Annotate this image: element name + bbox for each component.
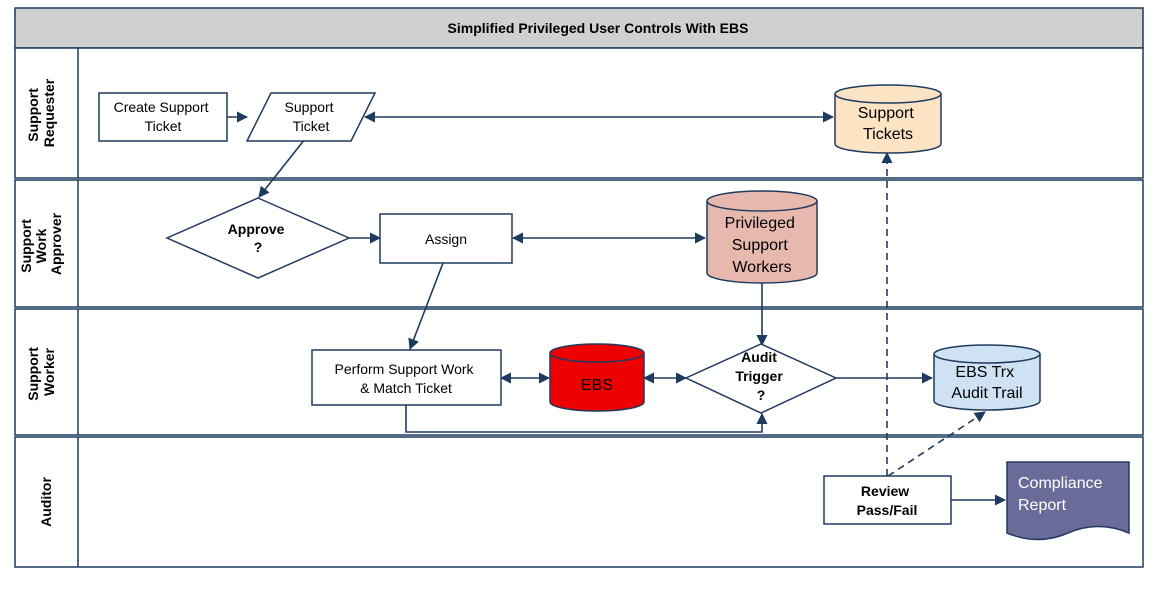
diagram-title: Simplified Privileged User Controls With… bbox=[448, 20, 749, 36]
svg-text:Support Ticket: Support Ticket bbox=[285, 99, 338, 134]
node-label: Support bbox=[285, 99, 334, 115]
svg-text:Audit Trigger ?: Audit Trigger ? bbox=[735, 349, 786, 403]
svg-text:Support Requester: Support Requester bbox=[25, 78, 57, 147]
lane-label-line: Work bbox=[33, 228, 49, 263]
svg-text:Review Pass/Fail: Review Pass/Fail bbox=[857, 483, 918, 518]
privileged-workers-database: Privileged Support Workers bbox=[706, 190, 818, 284]
lane-label-line: Requester bbox=[41, 78, 57, 147]
edges bbox=[227, 111, 1007, 506]
node-label: & Match Ticket bbox=[360, 380, 452, 396]
node-label: Approve bbox=[228, 221, 285, 237]
node-label: EBS Trx bbox=[955, 364, 1014, 381]
swimlane-auditor: Auditor bbox=[14, 436, 1144, 568]
review-process: Review Pass/Fail bbox=[823, 475, 952, 525]
svg-text:Compliance Report: Compliance Report bbox=[1018, 475, 1107, 514]
diagram-title-bar: Simplified Privileged User Controls With… bbox=[14, 7, 1144, 49]
node-label: Audit bbox=[741, 349, 777, 365]
lane-label-line: Approver bbox=[48, 212, 64, 275]
svg-text:Support Work Appro: Support Work Approver bbox=[18, 212, 64, 275]
svg-text:Privileged Support: Privileged Support Workers bbox=[725, 215, 800, 276]
svg-text:Perform Support Work & M: Perform Support Work & Match Ticket bbox=[335, 361, 478, 396]
lane-label-line: Worker bbox=[41, 347, 57, 396]
svg-text:EBS Trx Audit Trail: EBS Trx Audit Trail bbox=[951, 364, 1022, 402]
node-label: Create Support bbox=[114, 99, 209, 115]
edge-review-to-audit-trail bbox=[887, 411, 986, 477]
svg-text:Approve ?: Approve ? bbox=[228, 221, 289, 255]
svg-text:Create Support Ticket: Create Support Ticket bbox=[114, 99, 213, 134]
node-label: Workers bbox=[732, 259, 791, 276]
lane-label-line: Auditor bbox=[38, 477, 54, 527]
svg-text:Assign: Assign bbox=[425, 231, 467, 247]
svg-text:EBS: EBS bbox=[581, 377, 613, 394]
svg-text:Support Worker: Support Worker bbox=[25, 343, 57, 401]
svg-text:Support Tickets: Support Tickets bbox=[858, 105, 919, 143]
lane-label-line: Support bbox=[25, 347, 41, 401]
node-label: Ticket bbox=[145, 118, 182, 134]
compliance-report-document: Compliance Report bbox=[1006, 461, 1130, 541]
node-label: Review bbox=[861, 483, 909, 499]
node-label: Audit Trail bbox=[951, 385, 1022, 402]
node-label: Support bbox=[732, 237, 789, 254]
node-label: ? bbox=[254, 239, 263, 255]
edge-ticket-to-approve bbox=[258, 138, 306, 198]
ebs-database: EBS bbox=[549, 343, 645, 412]
approve-decision: Approve ? bbox=[165, 197, 351, 279]
node-label: Privileged bbox=[725, 215, 795, 232]
node-label: Trigger bbox=[735, 368, 783, 384]
support-ticket-data: Support Ticket bbox=[245, 92, 377, 142]
node-label: Compliance bbox=[1018, 475, 1103, 492]
support-tickets-database: Support Tickets bbox=[834, 84, 942, 154]
node-label: Report bbox=[1018, 497, 1067, 514]
node-label: EBS bbox=[581, 377, 613, 394]
lane-label-line: Support bbox=[18, 219, 34, 273]
node-label: ? bbox=[757, 387, 766, 403]
create-ticket-process: Create Support Ticket bbox=[98, 92, 228, 142]
edge-perform-loop-to-trigger bbox=[405, 405, 768, 433]
svg-text:Auditor: Auditor bbox=[38, 477, 54, 527]
node-label: Support bbox=[858, 105, 915, 122]
perform-work-process: Perform Support Work & Match Ticket bbox=[311, 349, 502, 406]
node-label: Pass/Fail bbox=[857, 502, 918, 518]
node-label: Ticket bbox=[293, 118, 330, 134]
lane-label-line: Support bbox=[25, 88, 41, 142]
audit-trigger-decision: Audit Trigger ? bbox=[684, 343, 838, 414]
node-label: Perform Support Work bbox=[335, 361, 475, 377]
audit-trail-database: EBS Trx Audit Trail bbox=[933, 344, 1041, 411]
node-label: Tickets bbox=[863, 126, 913, 143]
assign-process: Assign bbox=[379, 213, 513, 264]
node-label: Assign bbox=[425, 231, 467, 247]
edge-assign-to-perform bbox=[408, 262, 444, 351]
